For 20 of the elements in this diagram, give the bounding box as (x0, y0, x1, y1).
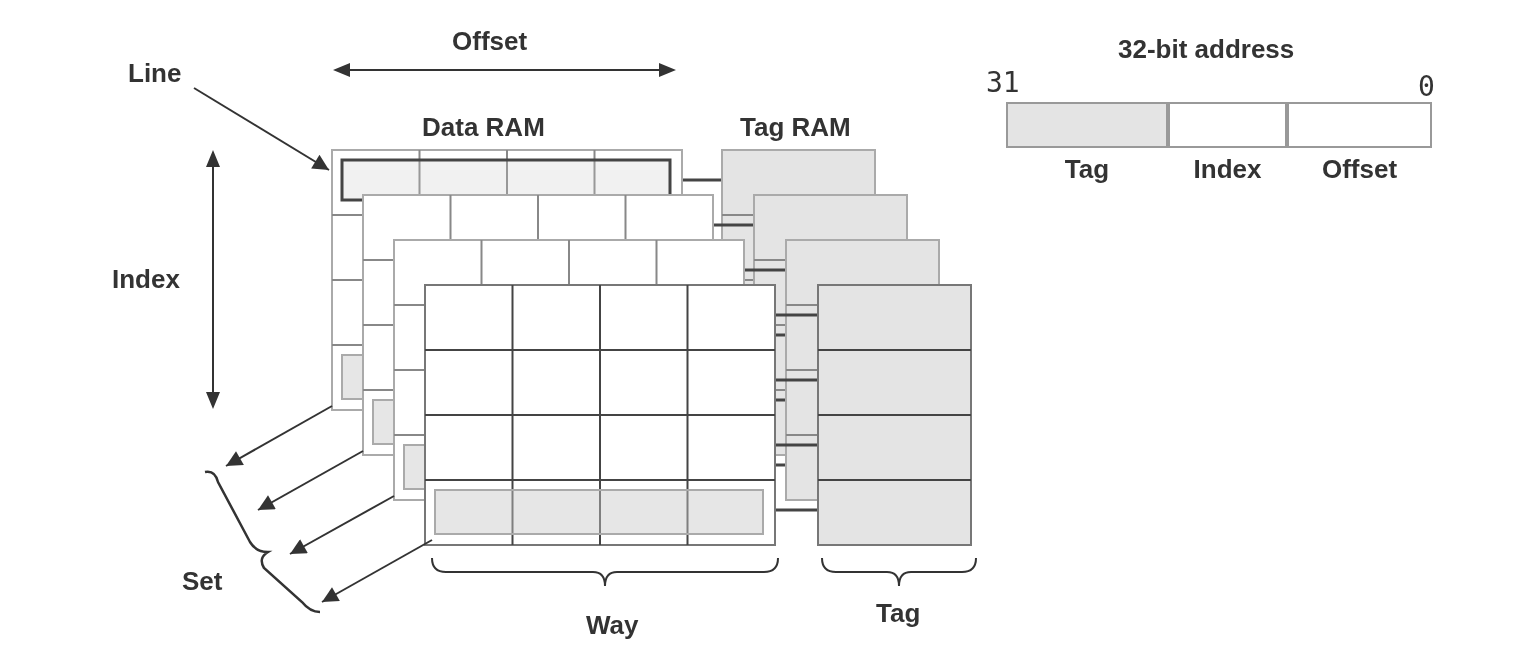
set-arrow (257, 450, 364, 511)
leader-arrow (193, 87, 330, 171)
set-arrow (289, 495, 395, 555)
diagram-label: 32-bit address (1118, 34, 1295, 65)
line-label: Line (128, 58, 182, 89)
field-label: Index (1193, 154, 1262, 185)
field-label: Tag (1064, 154, 1110, 185)
diagram-label: Index (112, 264, 180, 295)
diagram-label: Tag (876, 598, 921, 629)
bit-number: 0 (1418, 70, 1435, 103)
diagram-label: Data RAM (422, 112, 545, 143)
bit-number: 31 (986, 66, 1020, 99)
set-label: Set (182, 566, 223, 597)
set-arrow (321, 539, 433, 603)
diagram-label: Offset (452, 26, 528, 57)
diagram-label: Way (586, 610, 639, 641)
field-label: Offset (1321, 154, 1398, 185)
cache-ram-drawing (330, 148, 974, 548)
diagram-label: Tag RAM (740, 112, 851, 143)
set-arrow (225, 405, 333, 467)
